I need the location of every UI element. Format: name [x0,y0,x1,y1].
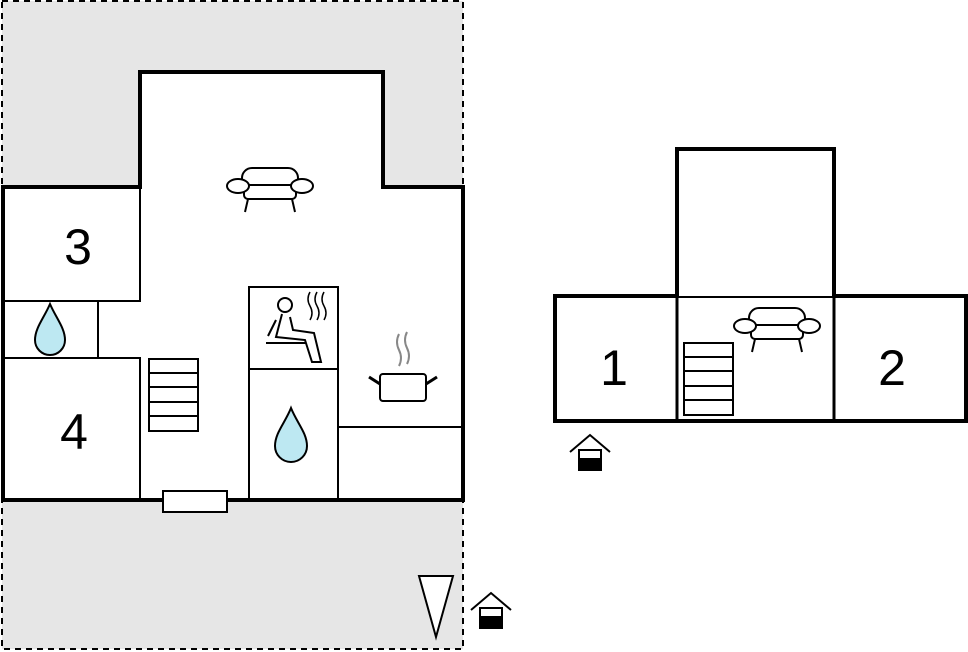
room-label-2: 2 [878,340,906,396]
entrance-house-icon [569,433,611,471]
water-drop-icon [33,301,67,356]
room-4 [2,357,141,501]
ground-floor-interior [3,72,463,500]
room-label-4: 4 [60,404,88,460]
entrance-house-icon [470,591,512,629]
upper-floor: 1 2 [553,147,968,471]
ground-floor: 3 4 [1,70,512,641]
bathroom-center [248,368,339,501]
room-label-3: 3 [64,219,92,275]
ground-floor-outer-wall [1,70,465,502]
room-label-1: 1 [600,340,628,396]
sofa-icon [226,167,314,213]
cooking-pot-icon [368,331,438,402]
sofa-icon [733,307,821,353]
sauna-icon [266,291,327,363]
stairs-icon [148,358,199,432]
compass-north-icon [417,575,455,641]
entrance-step [162,490,228,513]
water-drop-icon [273,405,309,463]
stairs-icon [683,342,734,416]
